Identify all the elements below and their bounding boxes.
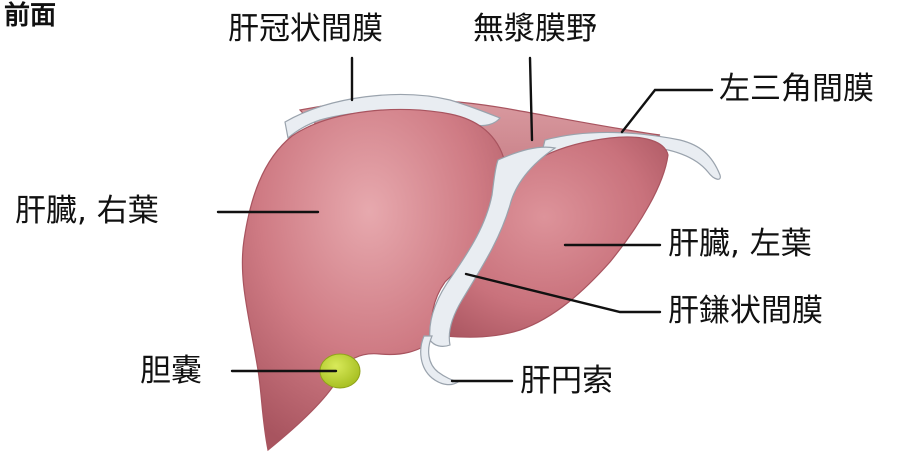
bare-area-label: 無漿膜野: [473, 14, 597, 45]
gallbladder-label: 胆嚢: [140, 356, 202, 387]
falciform-ligament-label: 肝鎌状間膜: [668, 296, 823, 327]
right-lobe-label: 肝臓, 右葉: [15, 196, 159, 227]
view-label: 前面: [4, 3, 56, 29]
coronary-ligament-label: 肝冠状間膜: [228, 14, 383, 45]
left-triangular-ligament-label: 左三角間膜: [719, 74, 874, 105]
left-triangular-ligament-leader: [622, 90, 712, 132]
left-lobe-label: 肝臓, 左葉: [668, 229, 812, 260]
round-ligament-label: 肝円索: [520, 366, 613, 397]
